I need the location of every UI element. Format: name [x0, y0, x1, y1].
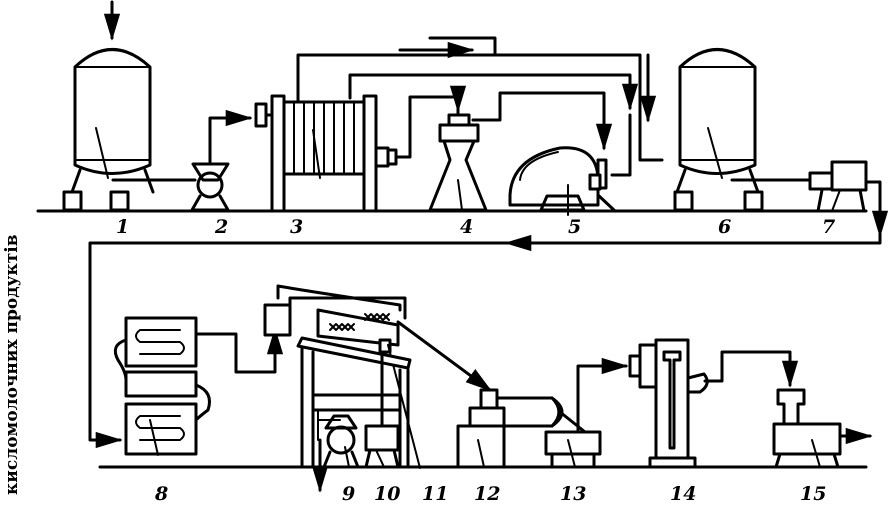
pump-13	[544, 357, 629, 469]
pump-2	[190, 109, 253, 212]
label-1: 1	[116, 216, 129, 238]
filler-15	[772, 388, 873, 469]
motor-10	[364, 353, 400, 469]
filter-press-3	[254, 94, 398, 213]
label-9: 9	[342, 483, 355, 505]
cooler-8	[113, 316, 284, 456]
tank-1	[62, 0, 197, 212]
label-4: 4	[460, 216, 473, 238]
label-14: 14	[670, 483, 696, 505]
tank-6	[673, 48, 812, 212]
mixer-12	[456, 388, 587, 469]
side-caption: кисломолочних продуктів	[2, 234, 22, 495]
label-13: 13	[560, 483, 586, 505]
label-7: 7	[822, 216, 835, 238]
label-15: 15	[800, 483, 826, 505]
label-3: 3	[290, 216, 303, 238]
label-12: 12	[474, 483, 500, 505]
centrifuge-4	[428, 113, 488, 212]
label-2: 2	[214, 216, 228, 238]
label-8: 8	[154, 483, 168, 505]
label-11: 11	[422, 483, 448, 505]
pump-9	[311, 414, 360, 493]
chamber-5	[508, 146, 617, 216]
pump-unit-7	[88, 160, 888, 449]
label-10: 10	[374, 483, 400, 505]
top-piping	[296, 36, 664, 177]
label-6: 6	[718, 216, 731, 238]
label-5: 5	[568, 216, 581, 238]
sieve-11	[263, 284, 493, 469]
homogenizer-14	[628, 338, 799, 469]
